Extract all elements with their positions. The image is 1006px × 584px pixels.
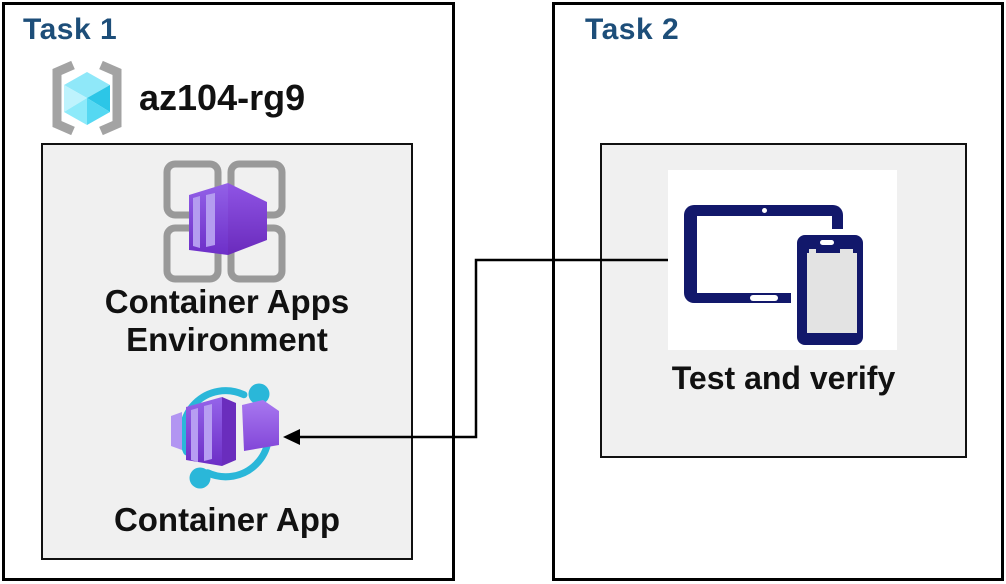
test-and-verify-label: Test and verify bbox=[671, 360, 896, 396]
task1-panel: Task 1 az104-rg9 bbox=[2, 2, 455, 581]
container-apps-group-panel: Container Apps Environment bbox=[41, 143, 413, 560]
container-app-label: Container App bbox=[113, 501, 341, 538]
resource-group-name: az104-rg9 bbox=[139, 77, 306, 118]
tablet-and-phone-icon bbox=[684, 205, 869, 350]
container-apps-environment-icon bbox=[163, 160, 286, 283]
environment-label: Container Apps Environment bbox=[104, 283, 350, 358]
test-verify-panel: Test and verify bbox=[600, 143, 967, 458]
task2-panel: Task 2 Test and verify bbox=[552, 2, 1004, 581]
task2-title: Task 2 bbox=[585, 13, 680, 46]
device-icon-card bbox=[668, 170, 897, 350]
container-app-icon bbox=[171, 383, 279, 489]
task1-title: Task 1 bbox=[23, 13, 118, 46]
azure-resource-group-icon bbox=[52, 60, 122, 136]
